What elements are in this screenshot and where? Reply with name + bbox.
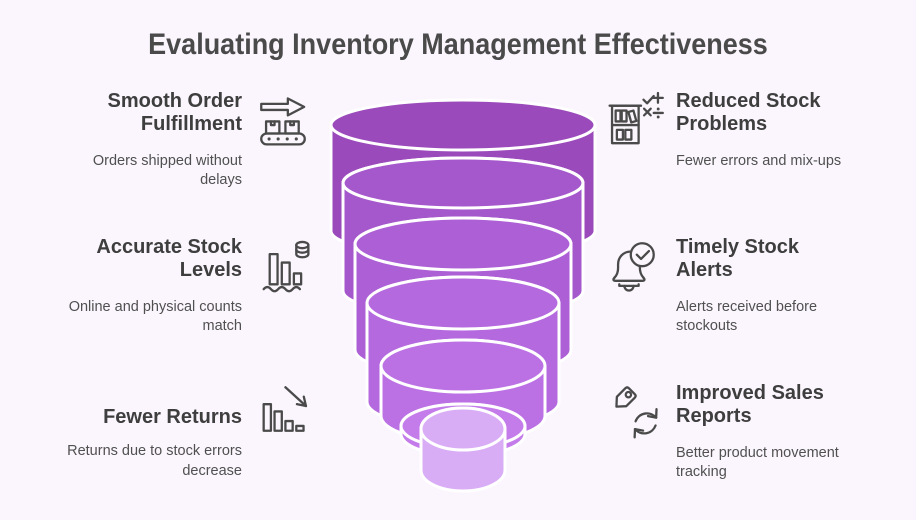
- tag-refresh-icon: [606, 382, 664, 440]
- funnel-layer-7: [419, 406, 507, 493]
- item-title: Smooth Order Fulfillment: [107, 90, 242, 136]
- list-item: Timely Stock Alerts Alerts received befo…: [606, 236, 854, 336]
- list-item: Improved Sales Reports Better product mo…: [606, 382, 854, 482]
- item-description: Alerts received before stockouts: [676, 298, 818, 334]
- item-title: Timely Stock Alerts: [676, 236, 800, 282]
- list-item: Reduced Stock Problems Fewer errors and …: [606, 90, 854, 171]
- item-description: Online and physical counts match: [68, 298, 242, 334]
- shelf-calculation-icon: [606, 90, 664, 148]
- item-title: Reduced Stock Problems: [676, 90, 821, 136]
- list-item: Fewer Returns Returns due to stock error…: [64, 380, 312, 481]
- conveyor-shipping-icon: [254, 90, 312, 148]
- item-description: Returns due to stock errors decrease: [67, 443, 242, 479]
- item-title: Fewer Returns: [103, 406, 242, 428]
- item-title: Improved Sales Reports: [676, 382, 824, 428]
- page-title: Evaluating Inventory Management Effectiv…: [148, 28, 768, 61]
- stock-bars-coins-icon: [254, 236, 312, 294]
- list-item: Smooth Order Fulfillment Orders shipped …: [64, 90, 312, 190]
- item-description: Better product movement tracking: [676, 444, 839, 480]
- bell-check-icon: [606, 236, 664, 294]
- declining-bars-arrow-icon: [254, 380, 312, 438]
- item-description: Fewer errors and mix-ups: [676, 152, 842, 169]
- item-description: Orders shipped without delays: [92, 152, 242, 188]
- list-item: Accurate Stock Levels Online and physica…: [64, 236, 312, 336]
- item-title: Accurate Stock Levels: [96, 236, 242, 282]
